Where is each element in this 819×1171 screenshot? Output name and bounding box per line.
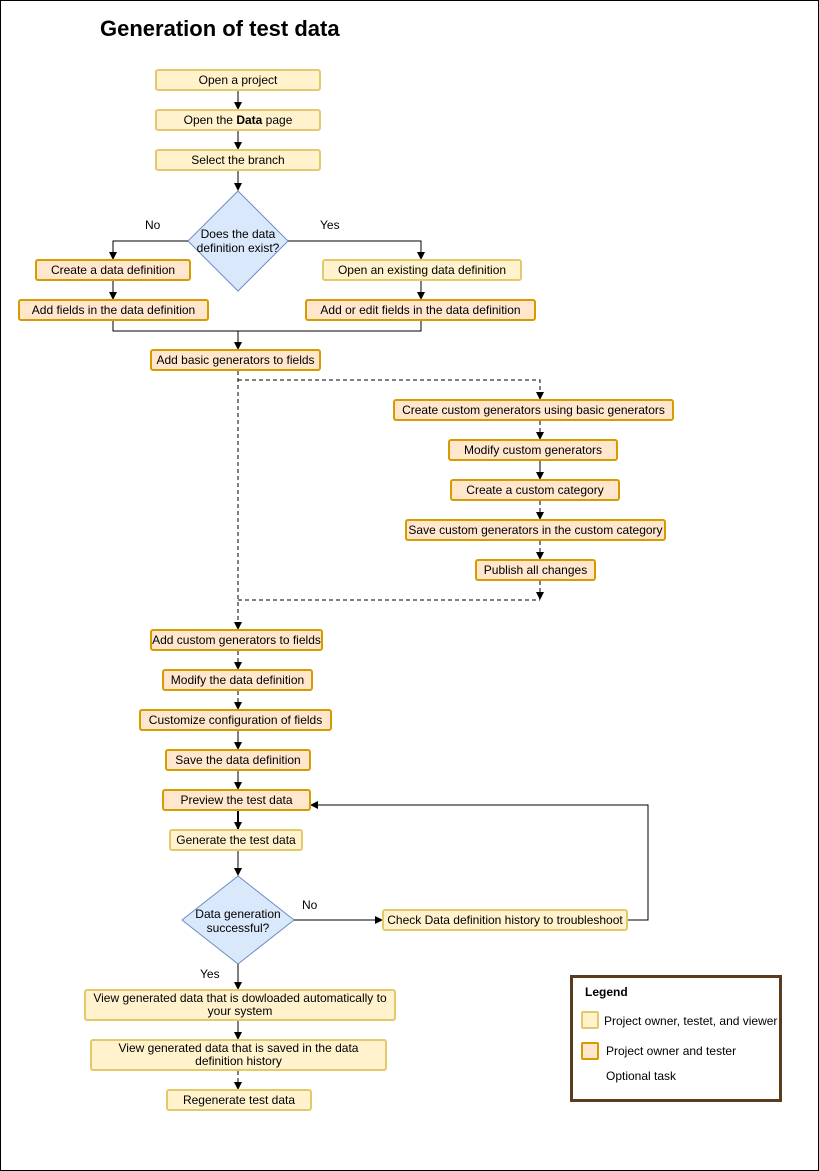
legend-light-label: Project owner, testet, and viewer: [604, 1014, 778, 1028]
node-preview-data: Preview the test data: [162, 789, 311, 811]
legend-title: Legend: [585, 985, 628, 999]
node-open-existing: Open an existing data definition: [322, 259, 522, 281]
node-save-data-def: Save the data definition: [165, 749, 311, 771]
arrow-no-branch: [109, 240, 188, 260]
decision-data-def-label: Does the data definition exist?: [196, 227, 280, 255]
legend-optional-label: Optional task: [606, 1069, 677, 1083]
legend-swatch-light: [581, 1011, 599, 1029]
node-add-custom-generators: Add custom generators to fields: [150, 629, 323, 651]
node-regenerate: Regenerate test data: [166, 1089, 312, 1111]
legend-dark-label: Project owner and tester: [606, 1044, 737, 1058]
node-generate-data: Generate the test data: [169, 829, 303, 851]
label-yes-1: Yes: [320, 218, 340, 232]
merge-line-left: [112, 321, 422, 332]
page-title: Generation of test data: [100, 16, 340, 41]
node-add-basic-generators: Add basic generators to fields: [150, 349, 321, 371]
decision-success-label: Data generation successful?: [195, 907, 281, 935]
legend-swatch-dark: [581, 1042, 599, 1060]
arrow-yes-branch: [288, 240, 425, 260]
legend-box: Legend Project owner, testet, and viewer…: [570, 975, 782, 1102]
node-add-edit-fields: Add or edit fields in the data definitio…: [305, 299, 536, 321]
dashed-branch-to-custom: [238, 379, 544, 400]
node-modify-data-def: Modify the data definition: [162, 669, 313, 691]
node-check-history: Check Data definition history to trouble…: [382, 909, 628, 931]
node-add-fields: Add fields in the data definition: [18, 299, 209, 321]
node-publish-changes: Publish all changes: [475, 559, 596, 581]
arrow-check-history-loop: [310, 801, 649, 921]
node-view-downloaded: View generated data that is dowloaded au…: [84, 989, 396, 1021]
node-customize-config: Customize configuration of fields: [139, 709, 332, 731]
node-create-custom-generators: Create custom generators using basic gen…: [393, 399, 674, 421]
node-open-project: Open a project: [155, 69, 321, 91]
node-select-branch: Select the branch: [155, 149, 321, 171]
label-no-2: No: [302, 898, 318, 912]
label-yes-2: Yes: [200, 967, 220, 981]
node-open-data-page: Open the Data page: [155, 109, 321, 131]
node-create-custom-category: Create a custom category: [450, 479, 620, 501]
node-create-data-def: Create a data definition: [35, 259, 191, 281]
node-save-custom-generators: Save custom generators in the custom cat…: [405, 519, 666, 541]
label-no-1: No: [145, 218, 161, 232]
node-modify-custom-generators: Modify custom generators: [448, 439, 618, 461]
decision-diamond-data-def: [187, 190, 289, 292]
node-view-saved: View generated data that is saved in the…: [90, 1039, 387, 1071]
